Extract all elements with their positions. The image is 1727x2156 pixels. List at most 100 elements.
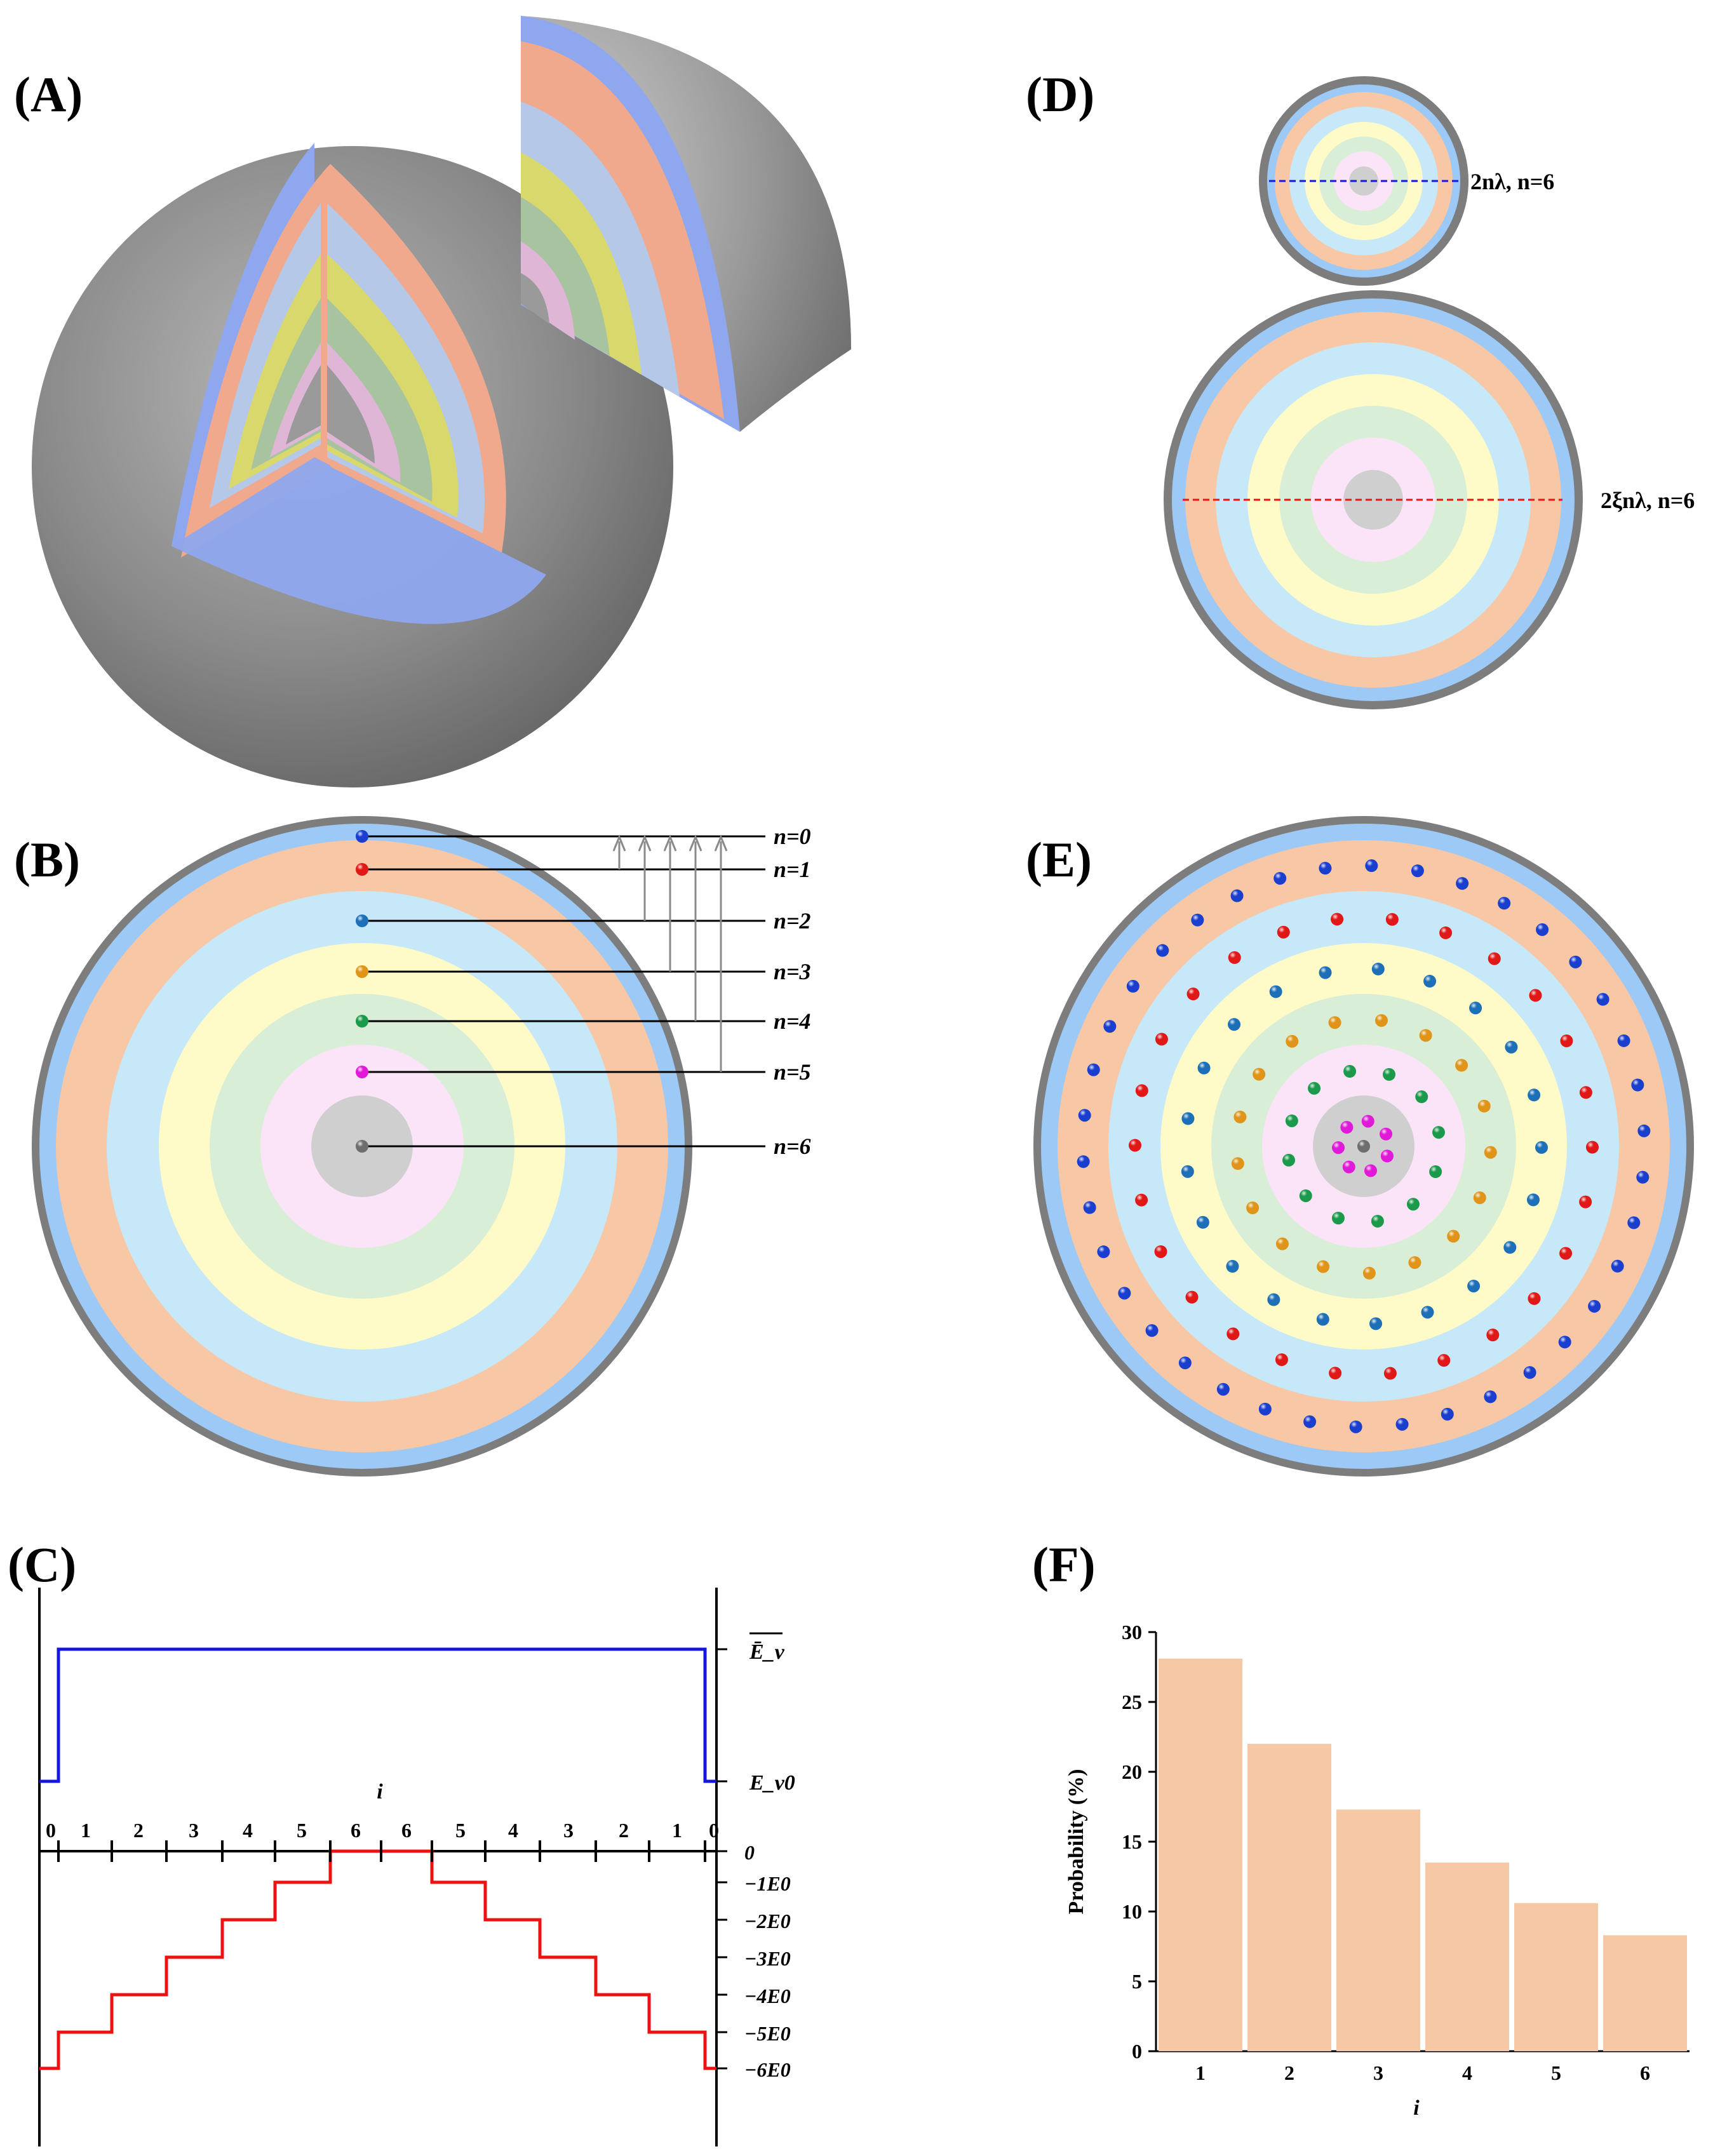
x-tick-2: 2 <box>1284 2061 1294 2084</box>
energy-label-ev0: E_v0 <box>749 1771 795 1795</box>
particle-highlight <box>1186 988 1200 1001</box>
particle-highlight <box>1145 1324 1159 1337</box>
chart-y-label: Probability (%) <box>1065 1769 1088 1915</box>
particle-highlight <box>1488 952 1501 965</box>
particle-highlight <box>1473 1191 1486 1205</box>
particle-highlight <box>1156 944 1169 957</box>
particle-highlight <box>1569 955 1582 968</box>
particle-highlight <box>1357 1140 1370 1153</box>
particle-highlight <box>1285 1114 1298 1127</box>
particle-highlight <box>1273 872 1287 885</box>
particle-highlight <box>1246 1202 1260 1215</box>
panel-b-levels: n=0n=1n=2n=3n=4n=5n=6 <box>356 824 811 1159</box>
particle-highlight <box>1369 1317 1383 1330</box>
large-sphere-label: 2ξnλ, n=6 <box>1601 488 1695 513</box>
y-tick-10: 10 <box>1122 1900 1142 1923</box>
particle-highlight <box>1421 1306 1434 1319</box>
particle-highlight <box>1181 1112 1195 1125</box>
particle-highlight <box>1197 1061 1211 1075</box>
y-tick-25: 25 <box>1122 1691 1142 1713</box>
chart-bars <box>1159 1658 1687 2051</box>
level-dot-highlight-4 <box>356 1015 368 1028</box>
energy-tick-0: 0 <box>744 1841 755 1864</box>
y-tick-0: 0 <box>1132 2040 1142 2063</box>
particle-highlight <box>1477 1099 1491 1113</box>
panel-label-a: (A) <box>14 67 83 122</box>
particle-highlight <box>1505 1040 1518 1054</box>
particle-highlight <box>1181 1165 1194 1178</box>
particle-highlight <box>1579 1086 1592 1099</box>
transition-arrowhead-2 <box>638 834 652 852</box>
bar-5 <box>1514 1903 1598 2051</box>
level-label-3: n=3 <box>774 959 811 984</box>
transition-arrowhead-5 <box>714 834 728 852</box>
particle-highlight <box>1155 1033 1168 1046</box>
i-tick-4: 4 <box>243 1819 253 1842</box>
particle-highlight <box>1529 989 1542 1002</box>
particle-highlight <box>1275 1353 1288 1367</box>
particle-highlight <box>1328 1016 1341 1029</box>
i-tick-2: 2 <box>133 1819 144 1842</box>
particle-highlight <box>1316 1313 1329 1326</box>
energy-tick-2: −2E0 <box>744 1910 791 1932</box>
small-sphere-label: 2nλ, n=6 <box>1470 169 1554 194</box>
energy-tick-6: −6E0 <box>744 2058 791 2081</box>
particle-highlight <box>1129 1139 1142 1152</box>
particle-highlight <box>1441 1407 1454 1421</box>
i-tick-5: 5 <box>297 1819 307 1842</box>
transition-arrowhead-4 <box>689 834 702 852</box>
particle-highlight <box>1374 1014 1388 1027</box>
panel-label-e: (E) <box>1026 832 1092 887</box>
particle-highlight <box>1486 1329 1500 1342</box>
y-tick-20: 20 <box>1122 1760 1142 1783</box>
panel-label-d: (D) <box>1026 67 1094 122</box>
particle-highlight <box>1585 1141 1599 1154</box>
y-tick-30: 30 <box>1122 1621 1142 1644</box>
particle-highlight <box>1380 1127 1393 1141</box>
energy-tick-4: −4E0 <box>744 1985 791 2007</box>
particle-highlight <box>1526 1193 1540 1207</box>
i-tick-3: 3 <box>189 1819 199 1842</box>
i-tick-8: 5 <box>455 1819 466 1842</box>
bar-3 <box>1336 1809 1420 2051</box>
energy-tick-3: −3E0 <box>744 1947 791 1970</box>
x-tick-6: 6 <box>1640 2061 1650 2084</box>
particle-highlight <box>1579 1195 1592 1209</box>
y-tick-15: 15 <box>1122 1830 1142 1853</box>
level-label-0: n=0 <box>774 824 811 849</box>
bar-6 <box>1603 1935 1687 2051</box>
particle-highlight <box>1196 1215 1209 1229</box>
particle-highlight <box>1455 1059 1468 1072</box>
particle-highlight <box>1361 1115 1374 1128</box>
particle-highlight <box>1342 1160 1355 1174</box>
particle-highlight <box>1329 1367 1342 1380</box>
x-tick-5: 5 <box>1551 2061 1561 2084</box>
level-dot-highlight-0 <box>356 830 368 843</box>
i-tick-6: 6 <box>351 1819 361 1842</box>
particle-highlight <box>1523 1366 1536 1379</box>
blue-energy-line <box>39 1647 716 1783</box>
particle-highlight <box>1560 1034 1573 1048</box>
level-dot-highlight-2 <box>356 914 368 927</box>
particle-highlight <box>1299 1189 1312 1202</box>
detached-hemisphere <box>521 16 851 432</box>
particle-highlight <box>1611 1259 1624 1273</box>
particle-highlight <box>1216 1383 1230 1396</box>
particle-highlight <box>1447 1229 1460 1243</box>
particle-highlight <box>1118 1287 1131 1300</box>
panel-c-energy-labels: 0−1E0−2E0−3E0−4E0−5E0−6E0 <box>744 1841 791 2081</box>
particle-highlight <box>1456 877 1469 890</box>
particle-highlight <box>1135 1084 1148 1097</box>
particle-highlight <box>1258 1402 1272 1416</box>
i-tick-12: 1 <box>672 1819 682 1842</box>
x-tick-4: 4 <box>1462 2061 1472 2084</box>
particle-highlight <box>1135 1193 1148 1207</box>
i-tick-7: 6 <box>401 1819 412 1842</box>
particle-highlight <box>1415 1090 1428 1104</box>
panel-label-b: (B) <box>14 832 80 887</box>
cutaway-wedge <box>171 143 546 624</box>
panel-a-sphere <box>32 16 851 787</box>
particle-highlight <box>1286 1034 1299 1048</box>
